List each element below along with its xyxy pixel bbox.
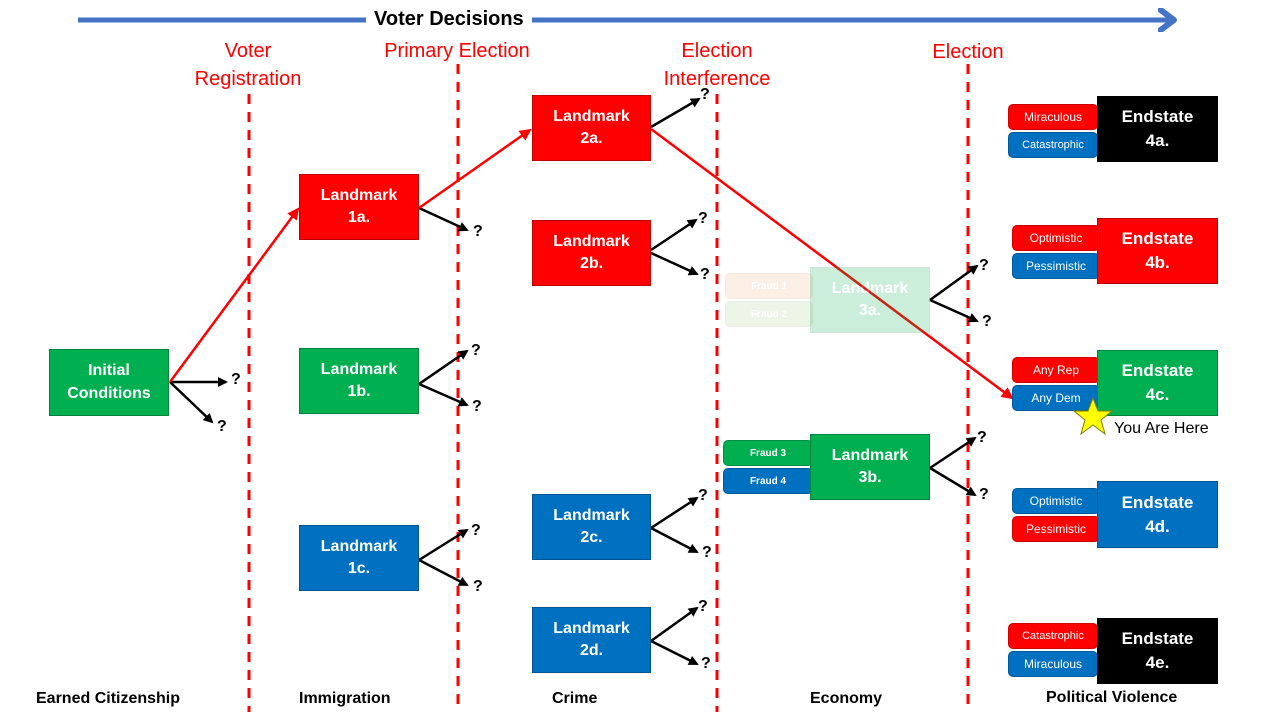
category-earned-citizenship: Earned Citizenship [36, 690, 181, 707]
unknown-outcome: ? [698, 598, 708, 615]
node-landmark-3a[interactable]: Landmark 3a. [810, 267, 930, 333]
unknown-outcome: ? [472, 398, 482, 415]
category-economy: Economy [810, 690, 883, 707]
phase-primary-election: Primary Election [384, 40, 530, 62]
node-landmark-1c[interactable]: Landmark 1c. [299, 525, 419, 591]
unknown-outcome: ? [982, 313, 992, 330]
tag-4e-catastrophic: Catastrophic [1008, 623, 1098, 649]
node-landmark-2a[interactable]: Landmark 2a. [532, 95, 651, 161]
unknown-outcome: ? [698, 210, 708, 227]
unknown-outcome: ? [700, 86, 710, 103]
tag-4e-miraculous: Miraculous [1008, 651, 1098, 677]
branch-arrows [169, 97, 979, 666]
tag-4c-any-dem: Any Dem [1012, 385, 1100, 411]
node-endstate-4c[interactable]: Endstate 4c. [1097, 350, 1218, 416]
unknown-outcome: ? [471, 342, 481, 359]
phase-voter-registration-line1: Voter [224, 40, 272, 62]
unknown-outcome: ? [217, 418, 227, 435]
phase-election: Election [932, 41, 1004, 63]
tag-4b-pessimistic: Pessimistic [1012, 253, 1100, 279]
unknown-outcome: ? [979, 486, 989, 503]
phase-voter-registration-line2: Registration [194, 68, 302, 90]
node-endstate-4a[interactable]: Endstate 4a. [1097, 96, 1218, 162]
node-landmark-1b[interactable]: Landmark 1b. [299, 348, 419, 414]
category-immigration: Immigration [299, 690, 391, 707]
tag-fraud-4: Fraud 4 [723, 468, 813, 494]
path-2a-to-4c [650, 127, 1014, 400]
unknown-outcome: ? [701, 655, 711, 672]
path-initial-to-1a [168, 207, 300, 383]
chosen-path [168, 127, 1014, 400]
phase-dividers [247, 64, 970, 712]
timeline-title: Voter Decisions [366, 8, 532, 31]
unknown-outcome: ? [702, 544, 712, 561]
node-endstate-4e[interactable]: Endstate 4e. [1097, 618, 1218, 684]
unknown-outcome: ? [698, 487, 708, 504]
tag-4a-miraculous: Miraculous [1008, 104, 1098, 130]
star-icon [1073, 396, 1113, 436]
tag-4c-any-rep: Any Rep [1012, 357, 1100, 383]
unknown-outcome: ? [700, 266, 710, 283]
unknown-outcome: ? [979, 257, 989, 274]
tag-4d-optimistic: Optimistic [1012, 488, 1100, 514]
node-landmark-2d[interactable]: Landmark 2d. [532, 607, 651, 673]
tag-4b-optimistic: Optimistic [1012, 225, 1100, 251]
tag-fraud-1: Fraud 1 [725, 273, 813, 299]
unknown-outcome: ? [473, 223, 483, 240]
phase-voter-registration: Voter Registration [186, 37, 310, 93]
unknown-outcome: ? [231, 371, 241, 388]
category-crime: Crime [552, 690, 598, 707]
phase-election-interference: Election Interference [652, 37, 782, 93]
you-are-here-label: You Are Here [1114, 420, 1209, 437]
tag-fraud-3: Fraud 3 [723, 440, 813, 466]
node-endstate-4d[interactable]: Endstate 4d. [1097, 481, 1218, 548]
phase-election-interference-line1: Election [681, 40, 753, 62]
tag-4a-catastrophic: Catastrophic [1008, 132, 1098, 158]
tag-4d-pessimistic: Pessimistic [1012, 516, 1100, 542]
tag-fraud-2: Fraud 2 [725, 301, 813, 327]
node-initial-conditions[interactable]: Initial Conditions [49, 349, 169, 416]
category-political-violence: Political Violence [1046, 689, 1178, 706]
node-endstate-4b[interactable]: Endstate 4b. [1097, 218, 1218, 284]
unknown-outcome: ? [977, 429, 987, 446]
node-landmark-3b[interactable]: Landmark 3b. [810, 434, 930, 500]
node-landmark-2c[interactable]: Landmark 2c. [532, 494, 651, 560]
node-landmark-2b[interactable]: Landmark 2b. [532, 220, 651, 286]
path-1a-to-2a [418, 128, 532, 210]
unknown-outcome: ? [471, 522, 481, 539]
unknown-outcome: ? [473, 578, 483, 595]
node-landmark-1a[interactable]: Landmark 1a. [299, 174, 419, 240]
phase-election-interference-line2: Interference [663, 68, 771, 90]
